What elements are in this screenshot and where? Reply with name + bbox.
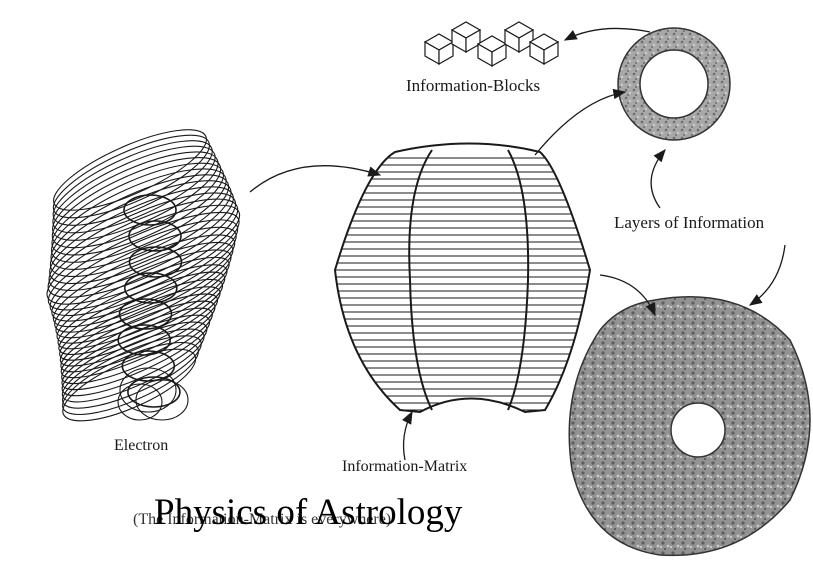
information-disk xyxy=(569,297,810,556)
electron-coil-loop xyxy=(43,129,225,249)
electron-coil-loop xyxy=(42,135,228,258)
information-blocks-drawing xyxy=(425,22,558,66)
electron-label: Electron xyxy=(114,437,168,455)
information-ring xyxy=(618,28,730,140)
overlay-title: Physics of Astrology xyxy=(154,491,462,534)
information-matrix-drawing xyxy=(330,144,595,413)
information-matrix-label: Information-Matrix xyxy=(342,458,467,476)
information-blocks-label: Information-Blocks xyxy=(406,76,540,96)
arrow-ring-to-blocks xyxy=(565,28,650,40)
electron-coil-loop xyxy=(54,329,206,429)
electron-coil-drawing xyxy=(36,114,250,435)
arrow-layers-to-disk xyxy=(750,245,785,305)
arrow-layers-to-ring xyxy=(651,150,665,208)
layers-of-information-label: Layers of Information xyxy=(614,213,764,233)
arrow-matrix-to-ring xyxy=(535,92,625,155)
arrow-electron-to-matrix xyxy=(250,166,380,192)
arrow-matrix-label-pointer xyxy=(404,412,412,460)
